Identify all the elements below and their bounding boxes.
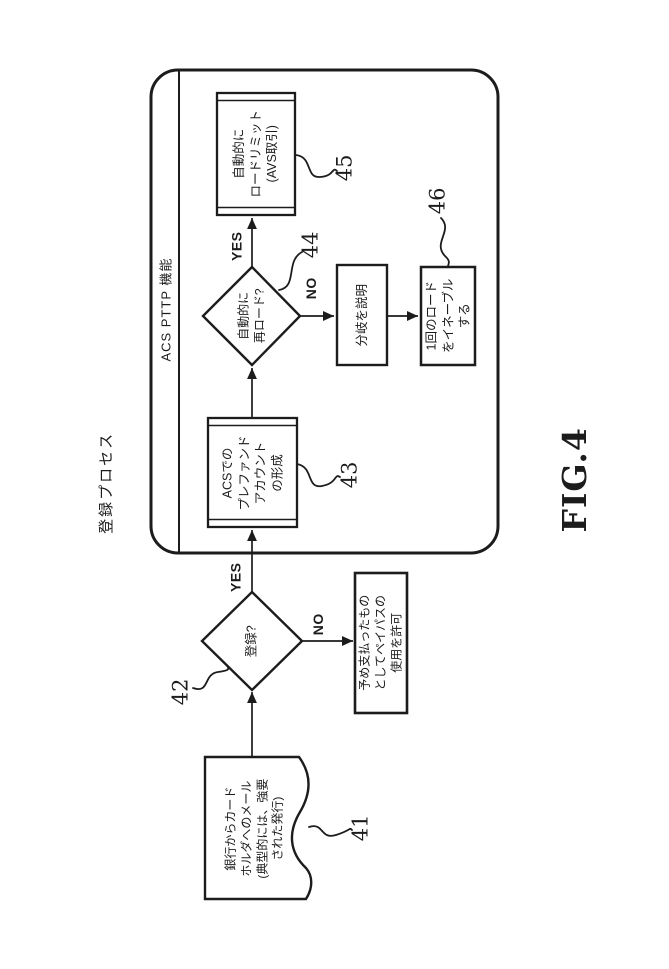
label-no-44: NO [300, 272, 322, 304]
label-yes-44-text: YES [228, 231, 245, 261]
ref-label-45-text: 45 [332, 154, 357, 182]
label-no-42-text: NO [309, 613, 326, 635]
ref-label-43-text: 43 [337, 461, 362, 489]
ref-label-44-text: 44 [298, 231, 323, 259]
node-autoreload-44-text: 自動的に 再ロード? [236, 288, 266, 344]
acs-container-title: ACS PTTP 機能 [153, 258, 178, 362]
ref-label-44: 44 [298, 227, 323, 263]
ref-label-43: 43 [337, 457, 362, 493]
label-yes-42: YES [225, 557, 247, 597]
acs-container-title-text: ACS PTTP 機能 [157, 258, 173, 362]
node-mail-41: 銀行からカード ホルダへのメール (典型的には、強要 された発行) [205, 757, 305, 900]
figure-number-label: FIG.4 [548, 425, 602, 535]
node-enable-once-46-shape [419, 265, 477, 367]
node-autoreload-44-shape [201, 265, 302, 367]
node-autoreload-44: 自動的に 再ロード? [223, 276, 281, 356]
diagram-side-title-text: 登録プロセス [98, 431, 116, 534]
acs-container-outline [149, 68, 500, 555]
leader-46 [439, 217, 450, 267]
ref-label-45: 45 [332, 150, 357, 186]
node-loadlimit-45-text: 自動的に ロードリミット (AVS取引) [232, 110, 280, 198]
leader-41 [308, 825, 353, 837]
node-register-42-text: 登録? [244, 625, 259, 657]
ref-label-46-text: 46 [425, 187, 450, 215]
node-register-42-shape [200, 590, 304, 692]
leader-42 [192, 665, 230, 690]
node-prepaid-allow: 予め支払ったもの としてペイパスの 使用を許可 [355, 573, 407, 713]
label-no-42: NO [307, 608, 329, 640]
node-prepaid-allow-shape [353, 571, 409, 715]
node-prefund-43-text: ACSでの プレファンド アカウント の形成 [220, 434, 284, 511]
node-enable-once-46-text: 1回のロード をイネーブル する [424, 278, 472, 354]
node-mail-41-shape [203, 755, 313, 901]
node-prefund-43: ACSでの プレファンド アカウント の形成 [208, 418, 297, 527]
figure-number-label-text: FIG.4 [555, 427, 595, 533]
label-yes-42-text: YES [227, 562, 244, 592]
reference-leaders [192, 154, 450, 837]
leader-45 [295, 154, 338, 178]
node-explain-branch: 分岐を説明 [337, 265, 387, 365]
ref-label-41: 41 [348, 810, 373, 846]
flow-arrows [247, 218, 418, 757]
node-loadlimit-45-shape [215, 91, 297, 217]
node-mail-41-text: 銀行からカード ホルダへのメール (典型的には、強要 された発行) [223, 778, 285, 879]
node-enable-once-46: 1回のロード をイネーブル する [421, 267, 475, 365]
leader-44 [278, 251, 303, 291]
ref-label-42-text: 42 [168, 678, 193, 706]
node-explain-branch-text: 分岐を説明 [354, 283, 369, 347]
node-loadlimit-45: 自動的に ロードリミット (AVS取引) [217, 93, 295, 215]
ref-label-42: 42 [168, 674, 193, 710]
label-yes-44: YES [226, 226, 248, 266]
label-no-44-text: NO [302, 277, 319, 299]
leader-43 [296, 463, 341, 487]
diagram-side-title: 登録プロセス [95, 423, 119, 543]
node-register-42: 登録? [227, 611, 277, 671]
ref-label-46: 46 [425, 183, 450, 219]
node-explain-branch-shape [335, 263, 389, 367]
ref-label-41-text: 41 [348, 814, 373, 842]
node-prepaid-allow-text: 予め支払ったもの としてペイパスの 使用を許可 [357, 594, 403, 691]
